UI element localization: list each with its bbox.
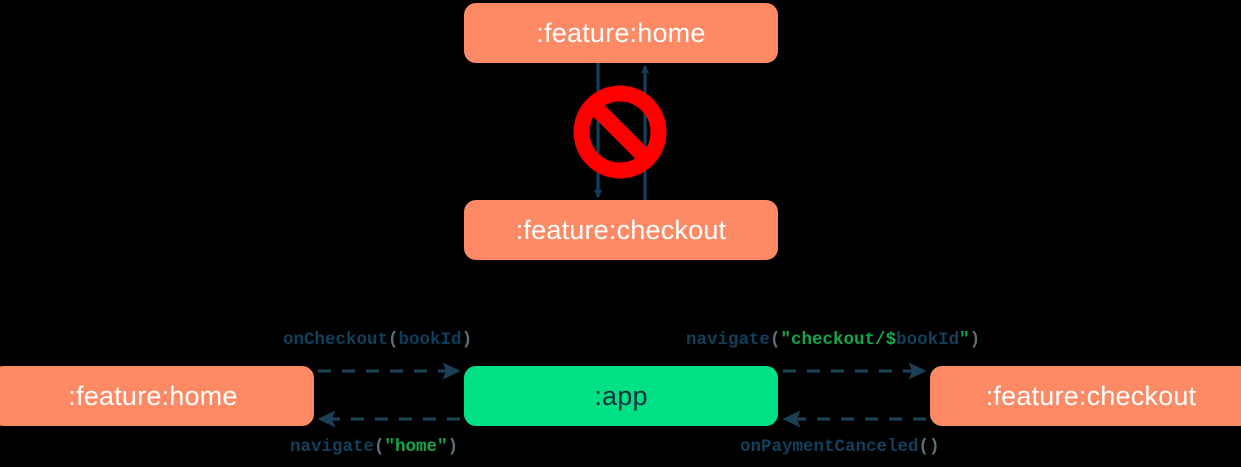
token-paren: ( bbox=[374, 437, 385, 457]
token-paren: ) bbox=[461, 330, 473, 350]
token-param: bookId bbox=[398, 330, 462, 350]
token-fn: navigate bbox=[686, 330, 771, 350]
token-paren: ) bbox=[969, 330, 981, 350]
edge-label-navigate-home: navigate("home") bbox=[290, 437, 458, 457]
node-feature-home-top[interactable]: :feature:home bbox=[464, 3, 778, 63]
edge-label-navigate-checkout: navigate("checkout/$bookId") bbox=[686, 330, 980, 350]
node-feature-checkout-bottom[interactable]: :feature:checkout bbox=[930, 366, 1241, 426]
token-paren: ( bbox=[388, 330, 399, 350]
token-string: "checkout/ bbox=[780, 330, 886, 350]
token-fn: onCheckout bbox=[283, 330, 389, 350]
token-interp: bookId bbox=[896, 330, 960, 350]
forbidden-icon bbox=[573, 85, 667, 179]
token-paren: () bbox=[918, 437, 940, 457]
token-paren: ) bbox=[447, 437, 459, 457]
token-string: "home" bbox=[384, 437, 448, 457]
edge-label-on-checkout: onCheckout(bookId) bbox=[283, 330, 472, 350]
node-feature-home-bottom[interactable]: :feature:home bbox=[0, 366, 314, 426]
token-fn: onPaymentCanceled bbox=[740, 437, 919, 457]
edge-label-on-payment-canceled: onPaymentCanceled() bbox=[740, 437, 940, 457]
node-feature-checkout-top[interactable]: :feature:checkout bbox=[464, 200, 778, 260]
token-string: " bbox=[959, 330, 970, 350]
node-app[interactable]: :app bbox=[464, 366, 778, 426]
token-fn: navigate bbox=[290, 437, 375, 457]
token-paren: ( bbox=[770, 330, 781, 350]
token-string: $ bbox=[885, 330, 897, 350]
